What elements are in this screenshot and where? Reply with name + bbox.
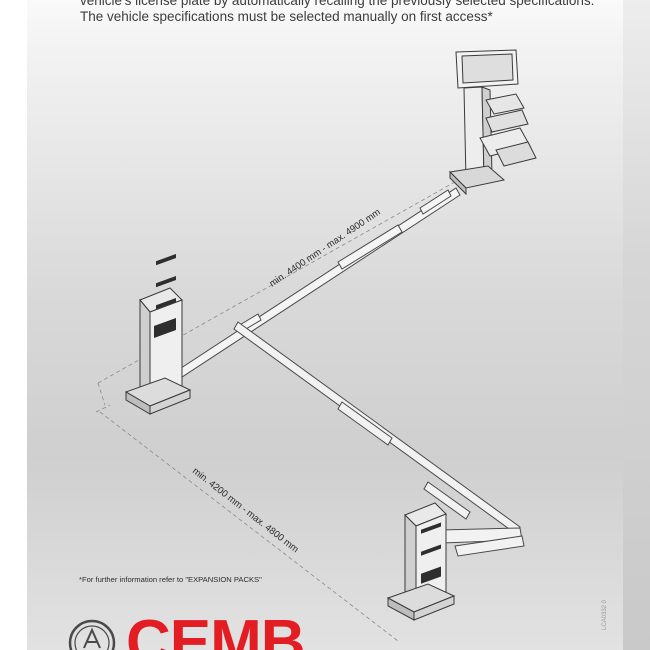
dimension-label-lower: min. 4200 mm - max. 4800 mm [190, 466, 300, 556]
upper-rail [174, 187, 461, 380]
right-column [386, 502, 456, 621]
intro-text: vehicle's license plate by automatically… [80, 0, 620, 25]
brand-logo: CEMB [126, 608, 306, 650]
intro-line-2: The vehicle specifications must be selec… [80, 9, 493, 24]
left-column [124, 253, 192, 415]
side-strip [623, 0, 650, 650]
dimension-lines [95, 177, 463, 642]
document-code: LCA0332 0 [602, 599, 608, 630]
cemb-seal-icon [68, 619, 116, 650]
lower-rail [233, 321, 525, 557]
footnote: *For further information refer to "EXPAN… [79, 575, 262, 584]
intro-line-1: vehicle's license plate by automatically… [80, 0, 595, 8]
console-station [448, 49, 537, 196]
